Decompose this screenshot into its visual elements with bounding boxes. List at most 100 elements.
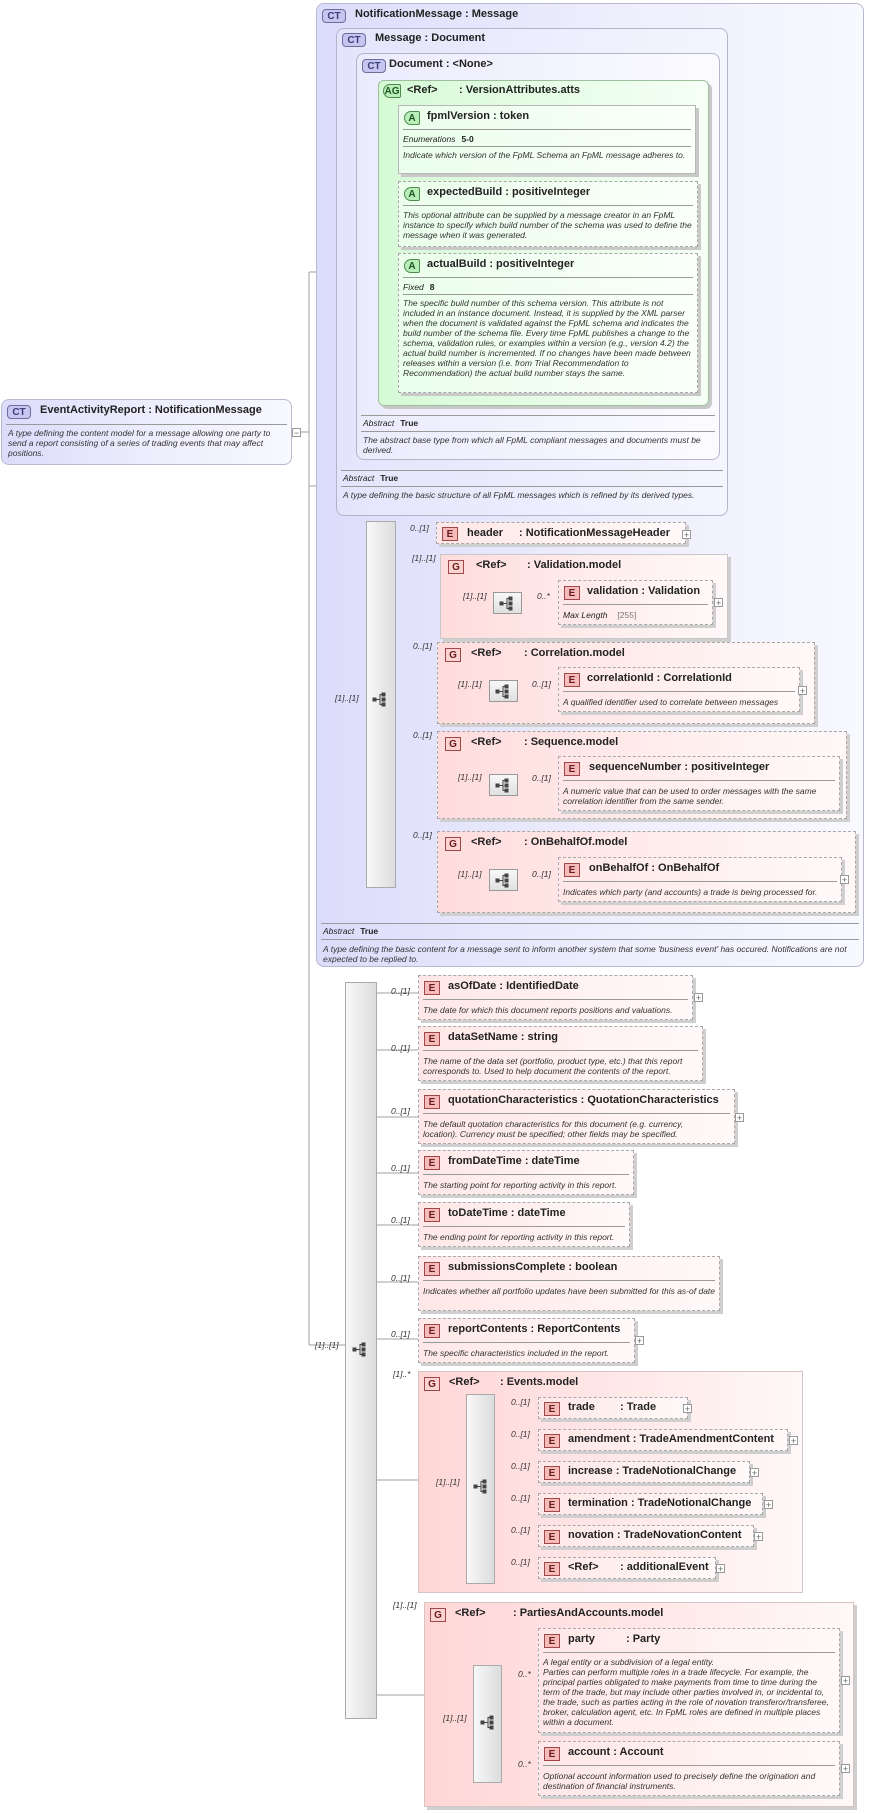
attribute-badge: A [404, 111, 420, 125]
cardinality-label: 0..* [518, 1759, 531, 1769]
element-data-set-name[interactable]: E dataSetName : string The name of the d… [418, 1026, 703, 1081]
attribute-expected-build[interactable]: A expectedBuild : positiveInteger This o… [398, 181, 698, 247]
message-title: Message : Document [375, 32, 486, 44]
element-validation[interactable]: E validation : Validation Max Length[255… [558, 580, 713, 625]
sequence-icon[interactable] [493, 592, 522, 614]
cardinality-label: 0..[1] [511, 1493, 530, 1503]
sequence-icon[interactable] [489, 774, 518, 796]
element-submissions-complete[interactable]: E submissionsComplete : boolean Indicate… [418, 1256, 720, 1311]
element-title: onBehalfOf : OnBehalfOf [589, 862, 720, 874]
expand-toggle-icon[interactable]: + [798, 686, 807, 696]
complex-type-badge: CT [322, 9, 346, 23]
element-description: The default quotation characteristics fo… [423, 1119, 684, 1139]
group-badge: G [445, 837, 461, 851]
expand-toggle-icon[interactable]: + [754, 1532, 763, 1542]
divider [6, 424, 287, 425]
sequence-icon[interactable] [371, 692, 391, 708]
divider [423, 1174, 629, 1175]
element-description: The starting point for reporting activit… [423, 1180, 617, 1190]
element-title: header [467, 527, 504, 539]
element-novation[interactable]: E novation : TradeNovationContent [538, 1525, 754, 1547]
cardinality-label: 0..[1] [511, 1525, 530, 1535]
expand-toggle-icon[interactable]: + [750, 1468, 759, 1478]
element-amendment[interactable]: E amendment : TradeAmendmentContent [538, 1429, 788, 1451]
element-additional-event[interactable]: E <Ref> : additionalEvent [538, 1557, 716, 1579]
expand-toggle-icon[interactable]: + [716, 1564, 725, 1574]
expand-toggle-icon[interactable]: + [682, 530, 691, 540]
element-as-of-date[interactable]: E asOfDate : IdentifiedDate The date for… [418, 975, 693, 1020]
expand-toggle-icon[interactable]: + [841, 1764, 850, 1774]
element-title: validation : Validation [587, 585, 701, 597]
divider [403, 294, 693, 295]
cardinality-label: 0..[1] [511, 1557, 530, 1567]
expand-toggle-icon[interactable]: + [714, 598, 723, 608]
expand-toggle-icon[interactable]: + [764, 1500, 773, 1510]
collapse-toggle-icon[interactable]: − [292, 428, 301, 438]
element-trade[interactable]: E trade : Trade [538, 1397, 688, 1419]
sequence-icon[interactable] [351, 1342, 371, 1358]
element-header[interactable]: E header : NotificationMessageHeader [436, 522, 686, 544]
element-badge: E [424, 1032, 440, 1046]
attribute-title: expectedBuild : positiveInteger [427, 186, 591, 198]
divider [423, 1050, 698, 1051]
sequence-icon[interactable] [472, 1479, 492, 1495]
element-badge: E [564, 863, 580, 877]
group-title: : Events.model [500, 1376, 579, 1388]
element-correlation-id[interactable]: E correlationId : CorrelationId A qualif… [558, 667, 800, 712]
expand-toggle-icon[interactable]: + [735, 1113, 744, 1123]
divider [403, 129, 691, 130]
sequence-icon[interactable] [489, 680, 518, 702]
divider [341, 486, 723, 487]
document-title: Document : <None> [389, 58, 493, 70]
element-badge: E [544, 1434, 560, 1448]
element-increase[interactable]: E increase : TradeNotionalChange [538, 1461, 750, 1483]
group-title: : OnBehalfOf.model [524, 836, 628, 848]
expand-toggle-icon[interactable]: + [789, 1436, 798, 1446]
element-report-contents[interactable]: E reportContents : ReportContents The sp… [418, 1318, 635, 1363]
element-badge: E [442, 527, 458, 541]
expand-toggle-icon[interactable]: + [841, 1676, 850, 1686]
expand-toggle-icon[interactable]: + [694, 993, 703, 1003]
element-party[interactable]: E party : Party A legal entity or a subd… [538, 1628, 840, 1733]
element-account[interactable]: E account : Account Optional account inf… [538, 1741, 840, 1796]
element-from-date-time[interactable]: E fromDateTime : dateTime The starting p… [418, 1150, 634, 1195]
element-sequence-number[interactable]: E sequenceNumber : positiveInteger A num… [558, 756, 840, 811]
root-complex-type-box[interactable]: CT EventActivityReport : NotificationMes… [1, 399, 292, 465]
cardinality-label: [1]..[1] [463, 591, 487, 601]
expand-toggle-icon[interactable]: + [683, 1404, 692, 1414]
element-title: account : Account [568, 1746, 664, 1758]
root-title: EventActivityReport : NotificationMessag… [40, 404, 262, 416]
cardinality-label: [1]..[1] [335, 693, 359, 703]
element-description: A numeric value that can be used to orde… [563, 786, 817, 806]
element-badge: E [544, 1402, 560, 1416]
sequence-icon[interactable] [489, 869, 518, 891]
element-title: dataSetName : string [448, 1031, 559, 1043]
cardinality-label: 0..[1] [391, 986, 410, 996]
cardinality-label: 0..[1] [413, 641, 432, 651]
group-ref-label: <Ref> [407, 84, 438, 96]
sequence-icon[interactable] [479, 1715, 499, 1731]
element-to-date-time[interactable]: E toDateTime : dateTime The ending point… [418, 1202, 630, 1247]
element-title: quotationCharacteristics : QuotationChar… [448, 1094, 719, 1106]
notification-description: A type defining the basic content for a … [323, 944, 847, 964]
element-badge: E [424, 1095, 440, 1109]
element-on-behalf-of[interactable]: E onBehalfOf : OnBehalfOf Indicates whic… [558, 857, 842, 902]
cardinality-label: 0..[1] [410, 523, 429, 533]
expand-toggle-icon[interactable]: + [840, 875, 849, 885]
divider [543, 1765, 835, 1766]
element-type: : additionalEvent [620, 1561, 709, 1573]
cardinality-label: 0..[1] [391, 1329, 410, 1339]
element-badge: E [424, 1156, 440, 1170]
group-title: : PartiesAndAccounts.model [513, 1607, 664, 1619]
divider [361, 415, 715, 416]
cardinality-label: 0..[1] [511, 1461, 530, 1471]
element-quotation-characteristics[interactable]: E quotationCharacteristics : QuotationCh… [418, 1089, 735, 1144]
divider [563, 691, 795, 692]
element-title: novation : TradeNovationContent [568, 1529, 742, 1541]
expand-toggle-icon[interactable]: + [635, 1336, 644, 1346]
element-termination[interactable]: E termination : TradeNotionalChange [538, 1493, 763, 1515]
